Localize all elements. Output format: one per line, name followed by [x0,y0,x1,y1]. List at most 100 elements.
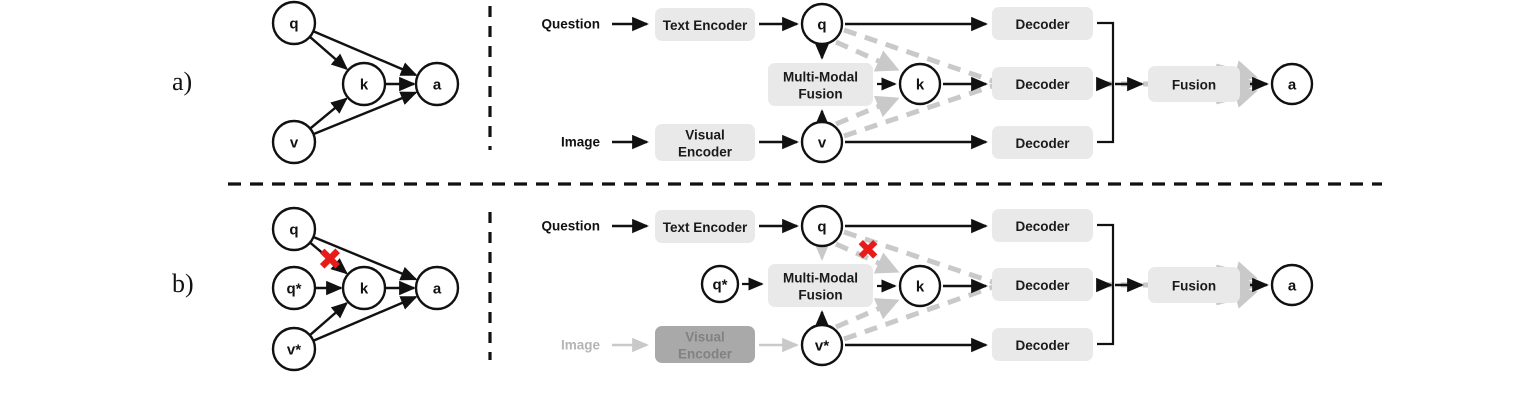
box-decoder-top-rect[interactable] [992,209,1093,242]
token-q-circle [800,204,844,248]
graph-edge-vstar-to-k [309,301,349,337]
box-decoder-bottom-rect[interactable] [992,126,1093,159]
graph-node-q: q [271,206,317,252]
token-q: q [800,204,844,248]
token-k-circle [898,62,942,106]
token-v-circle [800,120,844,164]
ghost-arrow-q-to-k [834,39,900,72]
graph-node-k-circle [341,61,387,107]
token-answer: a [1270,62,1314,106]
box-visual-encoder-label: Visual [685,330,725,345]
box-decoder-bottom[interactable]: Decoder [992,126,1093,159]
box-decoder-top-label: Decoder [1015,17,1070,32]
box-decoder-mid-rect[interactable] [992,67,1093,100]
box-fusion-label: Fusion [1172,279,1216,294]
token-answer-label: a [1288,77,1297,94]
graph-edge-v-to-a [313,91,418,136]
token-answer: a [1270,263,1314,307]
blocked-edge-marker: ✖ [317,243,342,278]
box-decoder-mid-label: Decoder [1015,278,1070,293]
box-decoder-bottom-rect[interactable] [992,328,1093,361]
box-visual-encoder-rect[interactable] [655,124,755,161]
box-fusion[interactable]: Fusion [1148,66,1240,102]
box-decoder-bottom-label: Decoder [1015,136,1070,151]
box-decoder-top[interactable]: Decoder [992,209,1093,242]
box-decoder-mid-rect[interactable] [992,268,1093,301]
token-v-label: v [818,135,827,152]
merge-bracket [1097,223,1115,346]
graph-node-v: v [271,119,317,165]
box-text-encoder[interactable]: Text Encoder [655,210,755,243]
token-answer-circle [1270,263,1314,307]
box-visual-encoder-label: Visual [685,128,725,143]
box-decoder-bottom-label: Decoder [1015,338,1070,353]
token-k-label: k [916,77,925,94]
box-fusion[interactable]: Fusion [1148,267,1240,303]
graph-node-k-label: k [360,77,369,94]
token-q: q [800,2,844,46]
token-qstar: q* [700,264,740,304]
graph-node-a-circle [414,265,460,311]
token-answer-label: a [1288,278,1297,295]
box-decoder-mid[interactable]: Decoder [992,67,1093,100]
graph-node-k: k [341,265,387,311]
token-answer-circle [1270,62,1314,106]
graph-node-a-label: a [433,77,442,94]
box-decoder-bottom[interactable]: Decoder [992,328,1093,361]
box-fusion-rect[interactable] [1148,267,1240,303]
box-text-encoder[interactable]: Text Encoder [655,8,755,41]
box-fusion-rect[interactable] [1148,66,1240,102]
graph-node-k-label: k [360,281,369,298]
box-multi-modal-fusion-label: Fusion [798,288,842,303]
box-decoder-top[interactable]: Decoder [992,7,1093,40]
graph-node-q-circle [271,206,317,252]
graph-node-v-label: v [290,135,299,152]
token-vstar-circle [800,323,844,367]
box-decoder-mid[interactable]: Decoder [992,268,1093,301]
panel-a-letter: a) [172,67,192,96]
graph-edge-q-to-k [309,35,349,71]
box-decoder-top-label: Decoder [1015,219,1070,234]
token-q-circle [800,2,844,46]
box-multi-modal-fusion-label: Multi-Modal [783,70,858,85]
panel-b-graph: q q* k v* a ✖ [271,206,460,372]
box-text-encoder-label: Text Encoder [663,18,748,33]
pipeline-blocked-marker: ✖ [856,234,879,267]
token-vstar: v* [800,323,844,367]
box-multi-modal-fusion-label: Multi-Modal [783,271,858,286]
graph-node-vstar-circle [271,326,317,372]
box-visual-encoder-label: Encoder [678,347,733,362]
graph-node-a: a [414,265,460,311]
token-k-label: k [916,279,925,296]
graph-edge-vstar-to-a [312,295,418,342]
token-vstar-label: v* [815,338,829,355]
panel-a-graph: q k v a [271,0,460,165]
graph-edge-q-to-k [309,241,348,275]
box-visual-encoder-rect[interactable] [655,326,755,363]
ghost-arrow-q-to-k [834,241,900,274]
box-decoder-top-rect[interactable] [992,7,1093,40]
token-k: k [898,264,942,308]
box-multi-modal-fusion-rect[interactable] [768,63,873,106]
graph-node-vstar-label: v* [287,342,301,359]
box-decoder-mid-label: Decoder [1015,77,1070,92]
box-text-encoder-rect[interactable] [655,8,755,41]
box-text-encoder-rect[interactable] [655,210,755,243]
graph-node-k-circle [341,265,387,311]
graph-node-q: q [271,0,317,46]
box-multi-modal-fusion-label: Fusion [798,87,842,102]
box-multi-modal-fusion-rect[interactable] [768,264,873,307]
token-qstar-label: q* [713,277,728,294]
graph-node-qstar: q* [271,265,317,311]
graph-node-a-label: a [433,281,442,298]
